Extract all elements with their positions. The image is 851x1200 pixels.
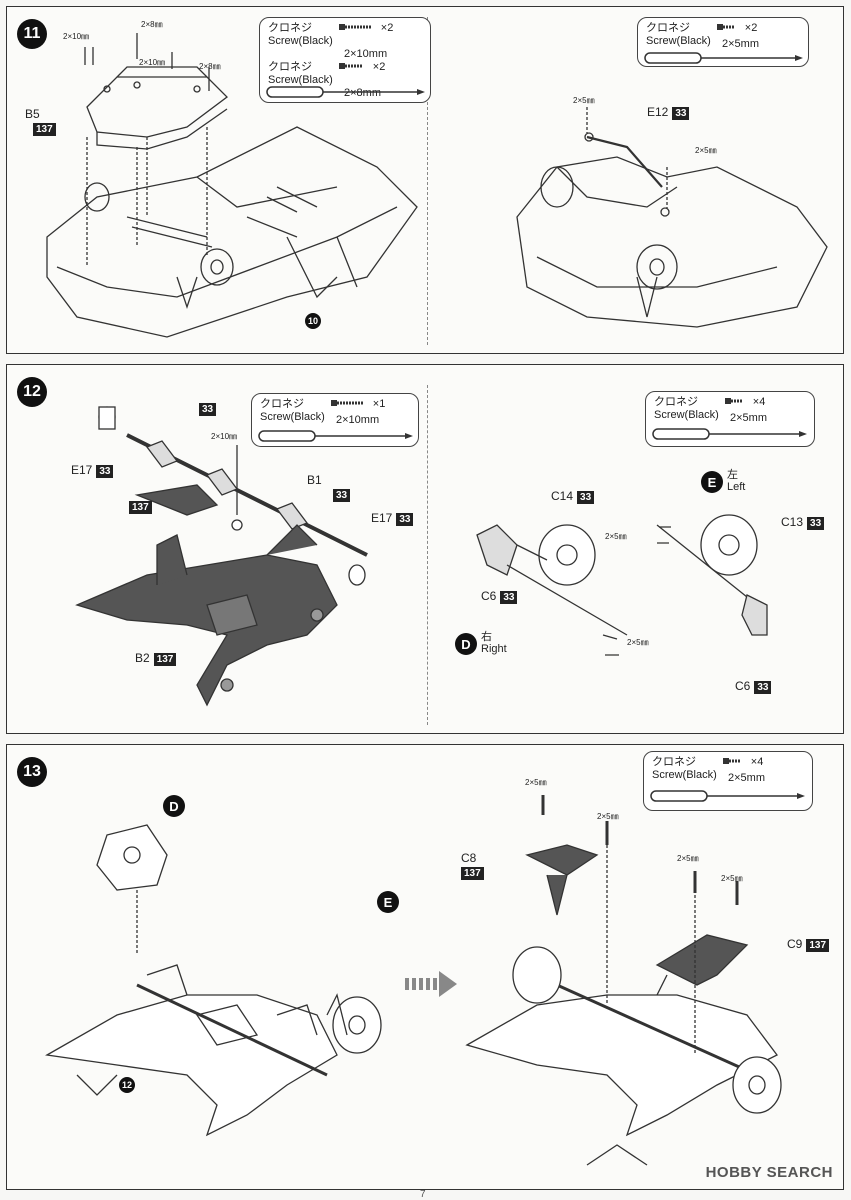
screwdriver-icon <box>650 790 805 802</box>
screwdriver-icon <box>258 430 413 442</box>
size-label: 2×5㎜ <box>525 778 547 787</box>
size-label: 2×5㎜ <box>695 146 717 155</box>
marker-d: D <box>163 795 185 817</box>
step-13-assembly-right <box>465 795 782 1166</box>
step-11-divider <box>427 17 428 345</box>
ref-step-12: 12 <box>119 1077 135 1093</box>
page-number: 7 <box>420 1189 426 1200</box>
label-tag-137: 137 <box>125 499 152 514</box>
step-12-divider <box>427 385 428 725</box>
screwdriver-icon <box>644 52 803 64</box>
size-label: 2×5㎜ <box>677 854 699 863</box>
step-11-number: 11 <box>17 19 47 49</box>
screwdriver-icon <box>652 428 807 440</box>
next-arrow-icon <box>405 971 457 997</box>
marker-e: E <box>701 471 723 493</box>
step-12-upright-illustration <box>476 514 768 656</box>
screwdriver-icon <box>266 86 425 98</box>
step-13-number: 13 <box>17 757 47 787</box>
size-label: 2×10㎜ <box>63 32 90 41</box>
watermark: HOBBY SEARCH <box>705 1164 833 1181</box>
step-13-assembly-left <box>45 824 382 1137</box>
screw-icon <box>724 396 745 409</box>
size-label: 2×5㎜ <box>605 532 627 541</box>
marker-d: D <box>455 633 477 655</box>
label-tag-33: 33 <box>195 401 217 416</box>
step-11-chassis-illustration-right <box>516 107 828 328</box>
step-12-number: 12 <box>17 377 47 407</box>
screw-icon <box>722 756 743 769</box>
step-12-subframe-illustration <box>75 406 368 707</box>
size-label: 2×5㎜ <box>721 874 743 883</box>
screw-icon <box>330 398 365 411</box>
screw-icon <box>338 61 365 74</box>
size-label: 2×5㎜ <box>597 812 619 821</box>
size-label: 2×8㎜ <box>141 20 163 29</box>
size-label: 2×8㎜ <box>199 62 221 71</box>
screw-icon <box>716 22 737 35</box>
size-label: 2×5㎜ <box>627 638 649 647</box>
size-label: 2×10㎜ <box>139 58 166 67</box>
marker-e: E <box>377 891 399 913</box>
size-label: 2×10㎜ <box>211 432 238 441</box>
size-label: 2×5㎜ <box>573 96 595 105</box>
step-11-chassis-illustration-left <box>46 33 418 338</box>
ref-step-10: 10 <box>305 313 321 329</box>
screw-icon <box>338 22 373 35</box>
